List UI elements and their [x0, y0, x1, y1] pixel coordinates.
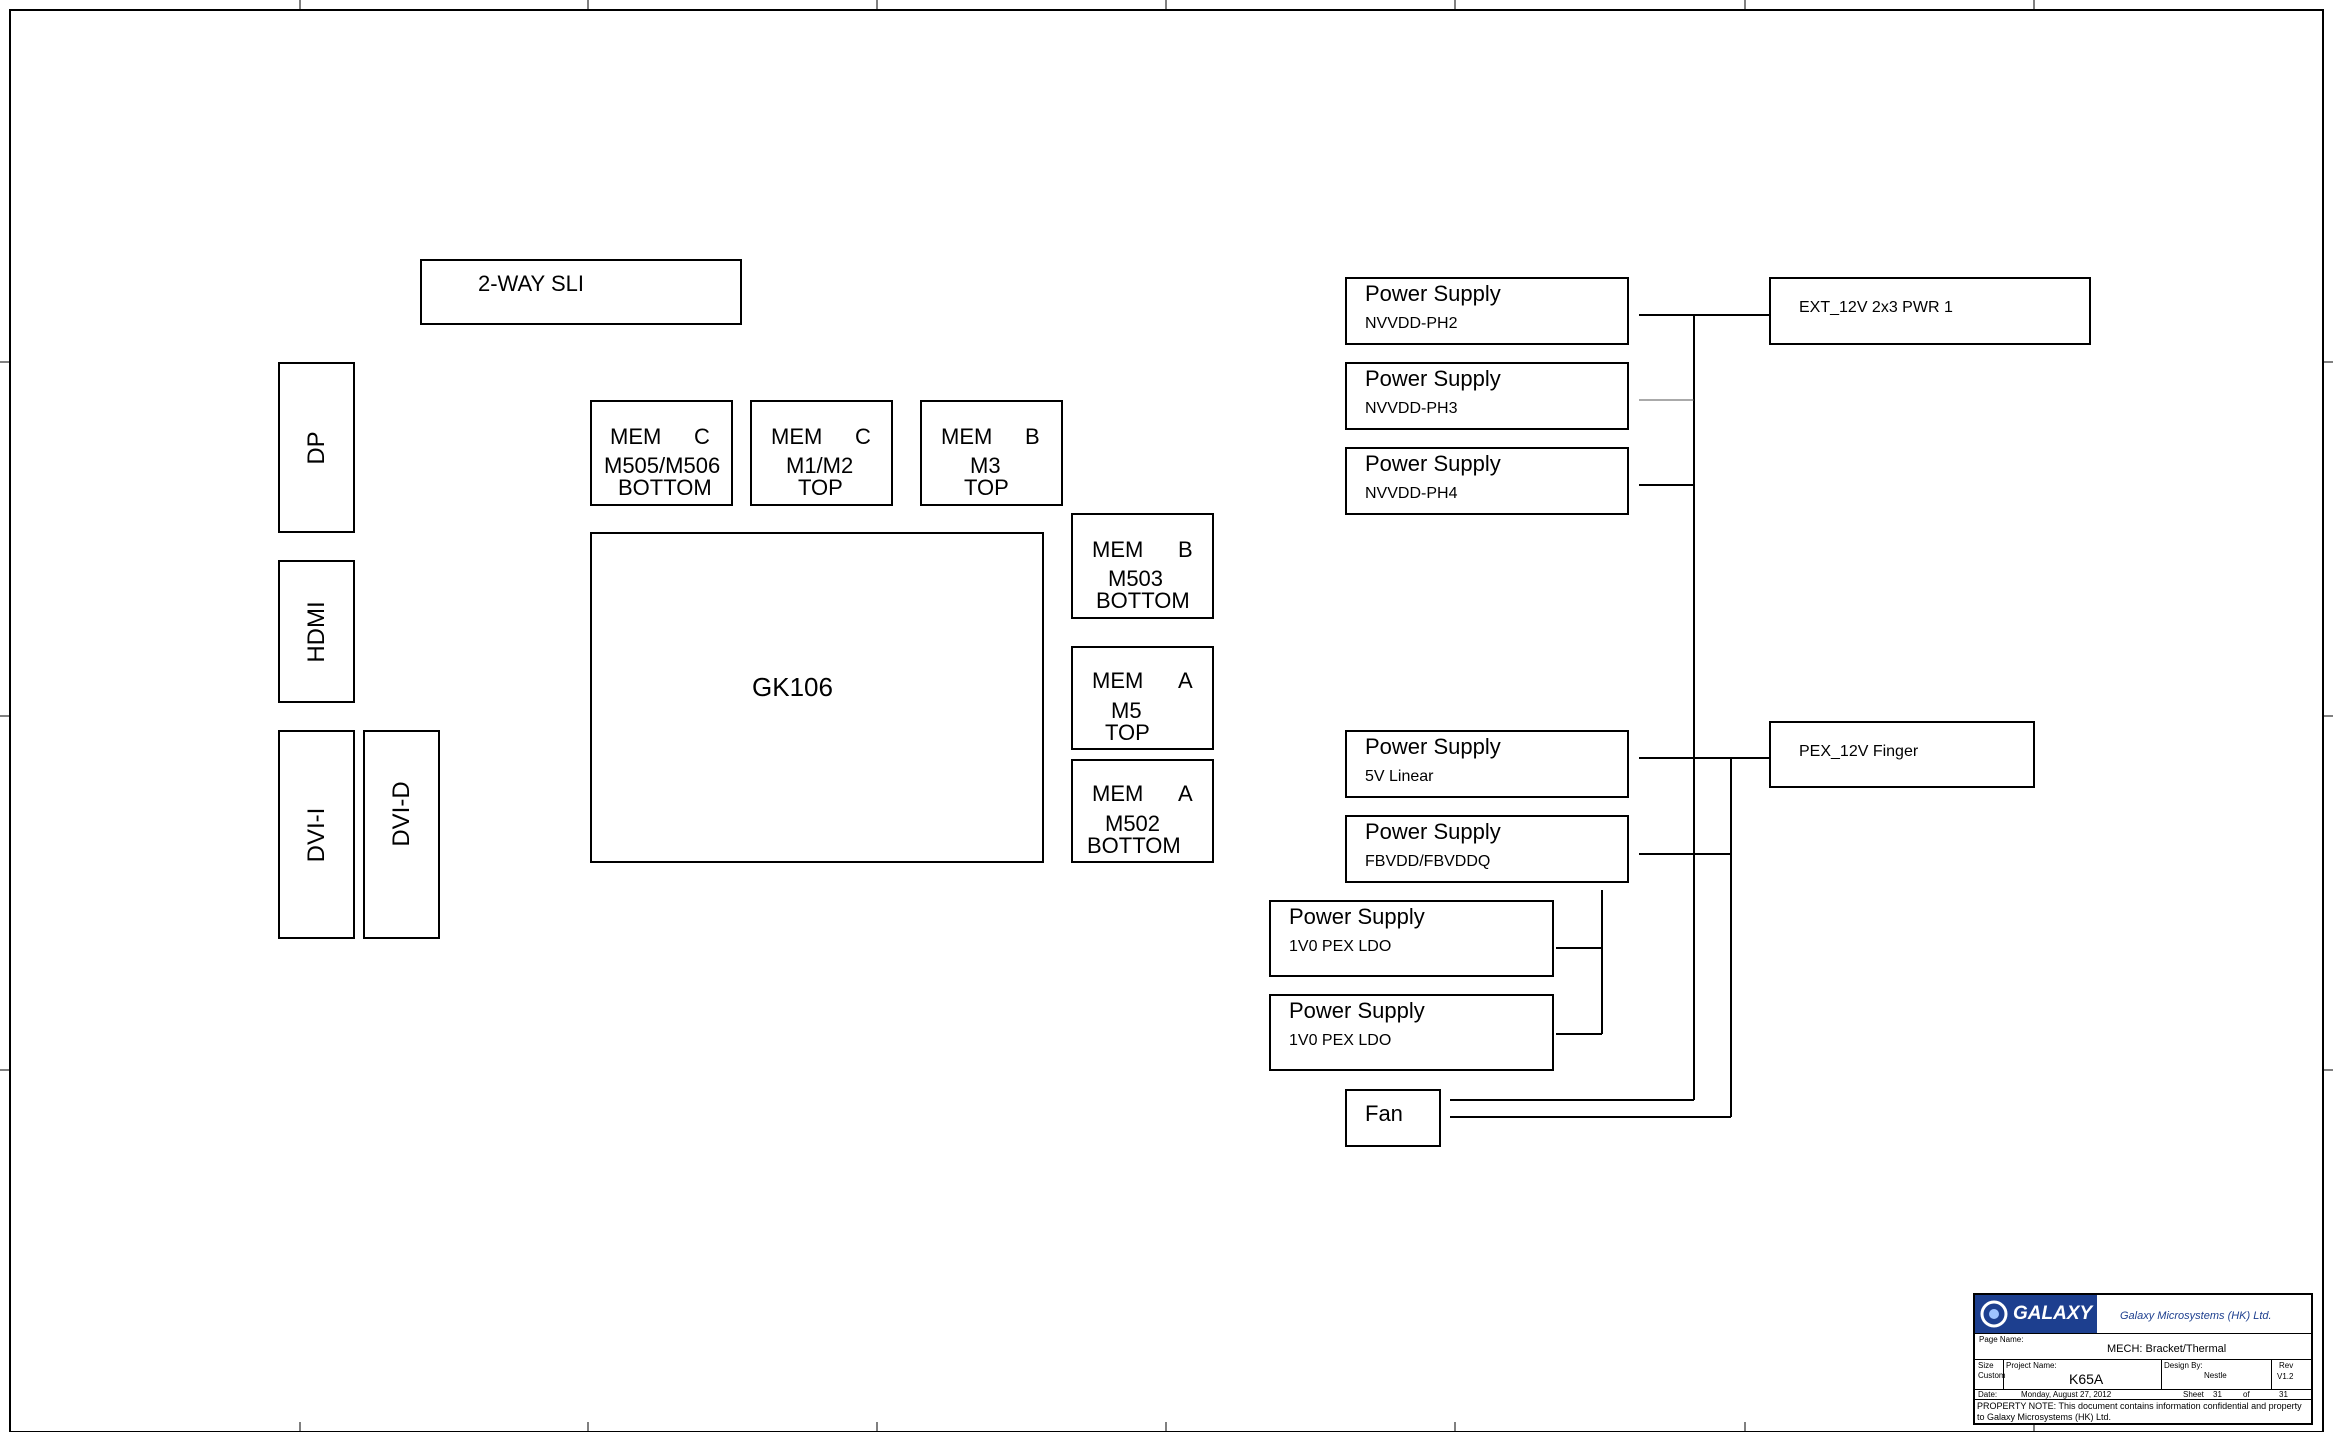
title-block: GALAXY Galaxy Microsystems (HK) Ltd. Pag…	[1973, 1293, 2313, 1425]
mem-block-b-bottom: MEM B M503 BOTTOM	[1071, 513, 1214, 619]
mem-part: M503	[1108, 566, 1164, 591]
mem-channel: C	[694, 424, 710, 449]
ext-12v-label: EXT_12V 2x3 PWR 1	[1799, 299, 1953, 316]
rev-label: Rev	[2279, 1361, 2294, 1370]
power-supply-1v0-pex-ldo-2: Power Supply 1V0 PEX LDO	[1269, 994, 1554, 1071]
mem-label: MEM	[1092, 781, 1144, 806]
mem-block-c-bottom: MEM C M505/M506 BOTTOM	[590, 400, 733, 506]
pex-12v-label: PEX_12V Finger	[1799, 743, 1919, 760]
sli-connector: 2-WAY SLI	[420, 259, 742, 325]
dvi-i-label: DVI-I	[302, 807, 330, 862]
rev-value: V1.2	[2277, 1372, 2294, 1381]
size-label: Size	[1978, 1361, 1994, 1370]
power-supply-title: Power Supply	[1289, 904, 1425, 929]
power-supply-title: Power Supply	[1365, 734, 1501, 759]
property-note: PROPERTY NOTE: This document contains in…	[1977, 1401, 2302, 1422]
page-name-label: Page Name:	[1979, 1335, 2024, 1344]
date-value: Monday, August 27, 2012	[2021, 1390, 2112, 1399]
mem-side: TOP	[964, 475, 1009, 500]
dp-connector: DP	[278, 362, 355, 533]
company-name: Galaxy Microsystems (HK) Ltd.	[2120, 1310, 2272, 1322]
power-supply-fbvdd: Power Supply FBVDD/FBVDDQ	[1345, 815, 1629, 883]
galaxy-swirl-icon	[1980, 1300, 2008, 1328]
mem-channel: B	[1025, 424, 1040, 449]
fan-label: Fan	[1365, 1101, 1403, 1126]
mem-channel: A	[1178, 781, 1193, 806]
gpu-block: GK106	[590, 532, 1044, 863]
sheet-total: 31	[2279, 1390, 2288, 1399]
power-supply-title: Power Supply	[1365, 819, 1501, 844]
mem-side: BOTTOM	[618, 475, 712, 500]
power-supply-nvvdd-ph2: Power Supply NVVDD-PH2	[1345, 277, 1629, 345]
pex-12v-finger: PEX_12V Finger	[1769, 721, 2035, 788]
power-supply-title: Power Supply	[1365, 451, 1501, 476]
mem-block-c-top: MEM C M1/M2 TOP	[750, 400, 893, 506]
mem-block-a-top: MEM A M5 TOP	[1071, 646, 1214, 750]
mem-label: MEM	[771, 424, 823, 449]
power-supply-nvvdd-ph3: Power Supply NVVDD-PH3	[1345, 362, 1629, 430]
size-value: Custom	[1978, 1371, 2006, 1380]
hdmi-connector: HDMI	[278, 560, 355, 703]
sli-label: 2-WAY SLI	[478, 271, 584, 296]
page-name: MECH: Bracket/Thermal	[2107, 1343, 2227, 1355]
mem-block-a-bottom: MEM A M502 BOTTOM	[1071, 759, 1214, 863]
sheet-label: Sheet	[2183, 1390, 2204, 1399]
mem-label: MEM	[1092, 537, 1144, 562]
power-supply-5v-linear: Power Supply 5V Linear	[1345, 730, 1629, 798]
power-supply-nvvdd-ph4: Power Supply NVVDD-PH4	[1345, 447, 1629, 515]
date-label: Date:	[1978, 1390, 1998, 1399]
mem-part: M502	[1105, 811, 1161, 836]
mem-label: MEM	[610, 424, 662, 449]
dp-label: DP	[302, 430, 330, 465]
power-supply-rail: 5V Linear	[1365, 768, 1434, 785]
dvi-d-label: DVI-D	[387, 781, 415, 847]
mem-channel: B	[1178, 537, 1193, 562]
power-supply-title: Power Supply	[1365, 366, 1501, 391]
mem-label: MEM	[1092, 668, 1144, 693]
power-supply-title: Power Supply	[1365, 281, 1501, 306]
dvi-d-connector: DVI-D	[363, 730, 440, 939]
power-supply-title: Power Supply	[1289, 998, 1425, 1023]
designer: Nestle	[2204, 1371, 2227, 1380]
mem-part: M3	[970, 453, 1001, 478]
project-label: Project Name:	[2006, 1361, 2057, 1370]
power-supply-rail: FBVDD/FBVDDQ	[1365, 853, 1491, 870]
mem-part: M5	[1111, 698, 1142, 723]
power-supply-rail: NVVDD-PH2	[1365, 315, 1458, 332]
gpu-label: GK106	[752, 672, 833, 702]
of-label: of	[2243, 1390, 2250, 1399]
mem-side: TOP	[1105, 720, 1150, 745]
mem-block-b-top: MEM B M3 TOP	[920, 400, 1063, 506]
power-supply-rail: NVVDD-PH3	[1365, 400, 1458, 417]
power-supply-rail: NVVDD-PH4	[1365, 485, 1458, 502]
power-supply-rail: 1V0 PEX LDO	[1289, 938, 1392, 955]
mem-side: BOTTOM	[1096, 588, 1190, 613]
logo-text: GALAXY	[2013, 1303, 2093, 1324]
mem-part: M1/M2	[786, 453, 854, 478]
mem-part: M505/M506	[604, 453, 721, 478]
mem-side: BOTTOM	[1087, 833, 1181, 858]
power-supply-rail: 1V0 PEX LDO	[1289, 1032, 1392, 1049]
hdmi-label: HDMI	[302, 600, 330, 663]
project-name: K65A	[2069, 1371, 2104, 1387]
dvi-i-connector: DVI-I	[278, 730, 355, 939]
fan-block: Fan	[1345, 1089, 1441, 1147]
mem-side: TOP	[798, 475, 843, 500]
design-by-label: Design By:	[2164, 1361, 2203, 1370]
sheet-number: 31	[2213, 1390, 2222, 1399]
mem-label: MEM	[941, 424, 993, 449]
power-supply-1v0-pex-ldo-1: Power Supply 1V0 PEX LDO	[1269, 900, 1554, 977]
mem-channel: A	[1178, 668, 1193, 693]
mem-channel: C	[855, 424, 871, 449]
ext-12v-power-connector: EXT_12V 2x3 PWR 1	[1769, 277, 2091, 345]
galaxy-logo: GALAXY	[1975, 1295, 2097, 1333]
